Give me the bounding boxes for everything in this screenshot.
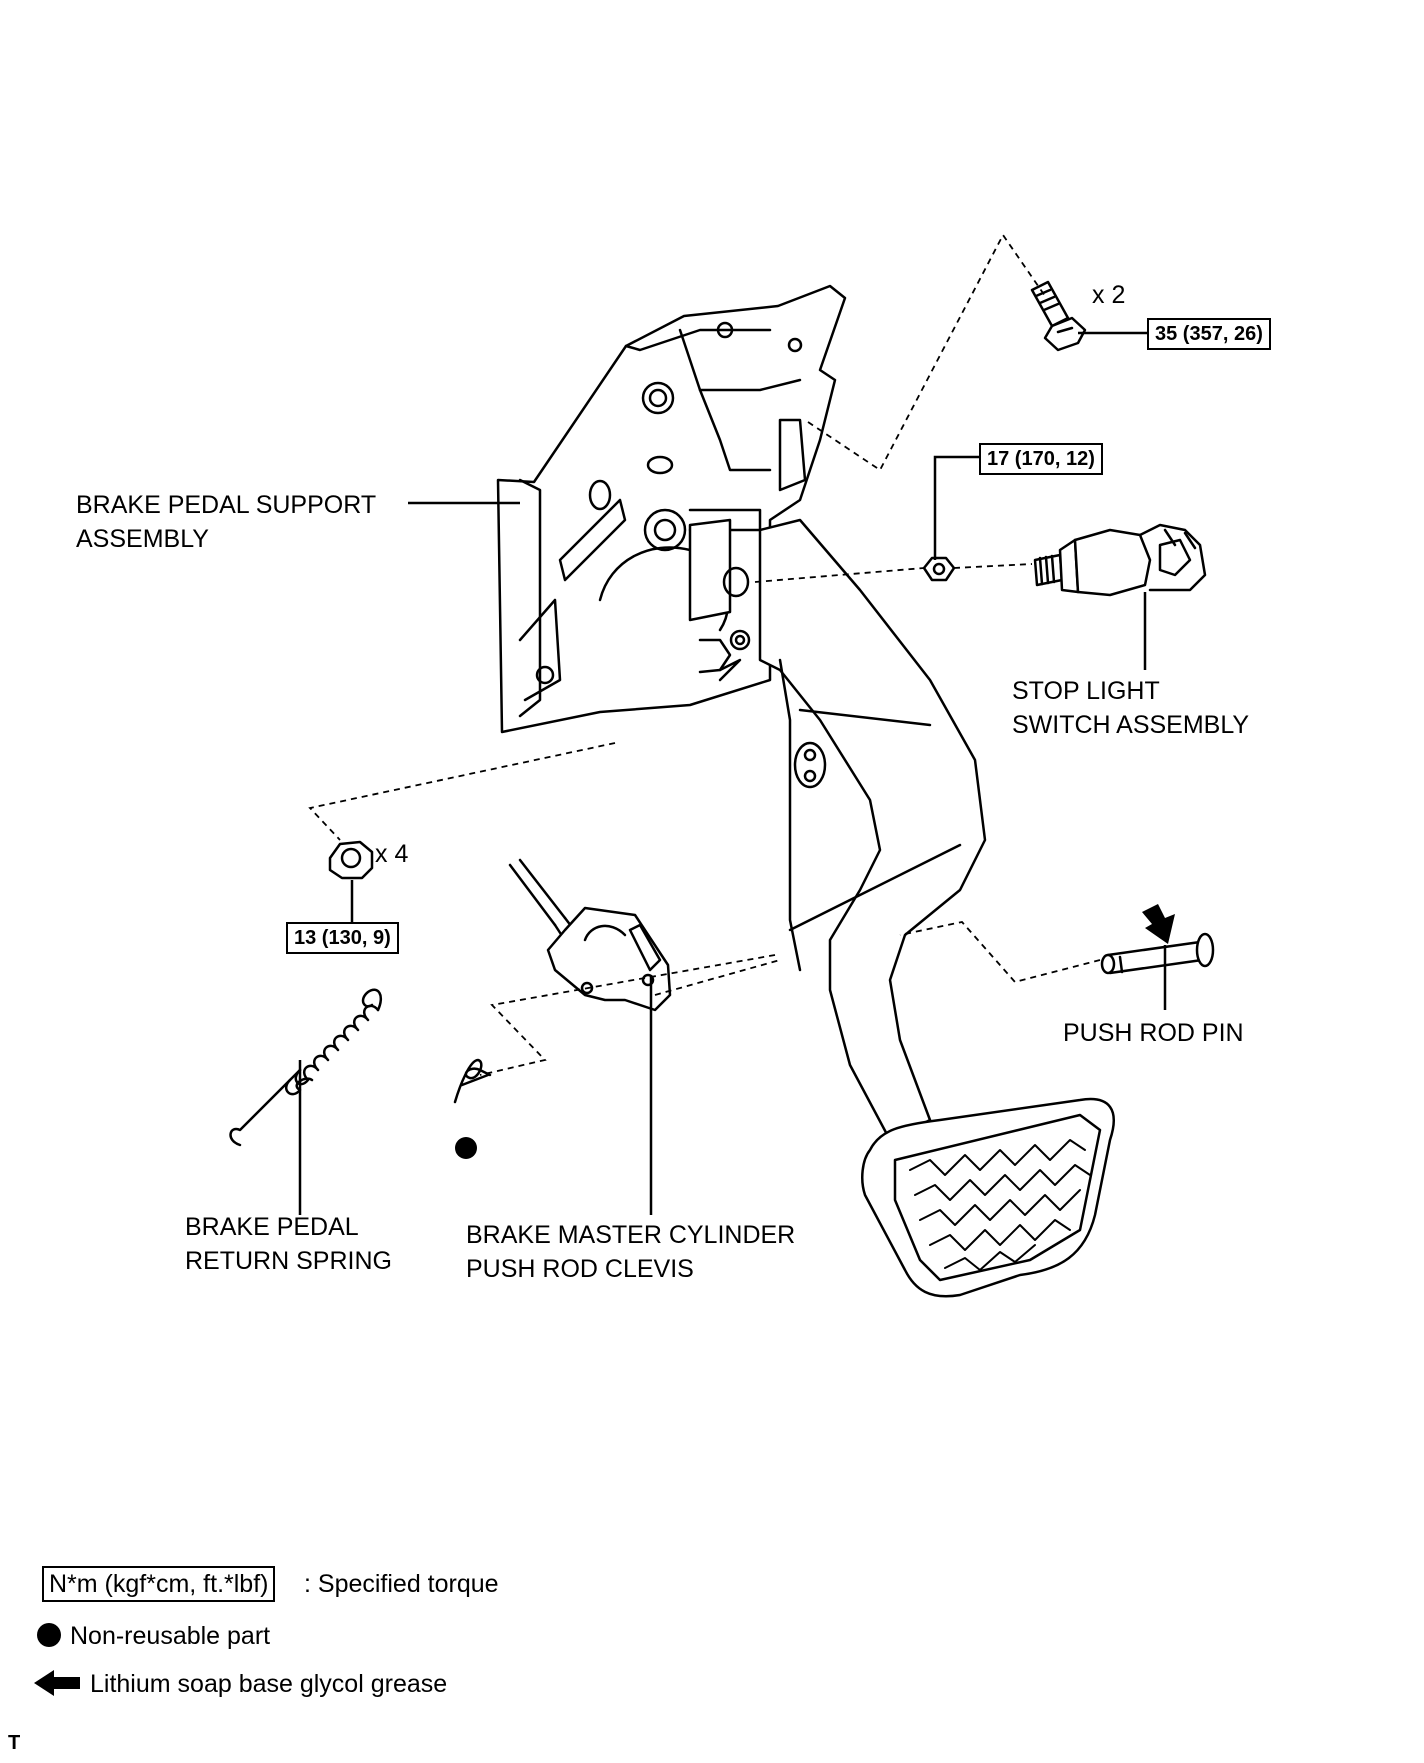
legend-torque-box: N*m (kgf*cm, ft.*lbf) xyxy=(42,1566,276,1602)
non-reusable-icon xyxy=(455,1137,477,1159)
support-nut-torque-box: 13 (130, 9) xyxy=(286,922,399,954)
legend-grease-text: Lithium soap base glycol grease xyxy=(90,1670,448,1698)
legend-torque-text: : Specified torque xyxy=(304,1570,499,1598)
push-rod-clevis-label-line1: BRAKE MASTER CYLINDER xyxy=(466,1221,796,1249)
brake-pedal-support-label-line1: BRAKE PEDAL SUPPORT xyxy=(76,491,377,519)
stop-light-switch xyxy=(1033,523,1207,597)
grease-arrow-icon xyxy=(1142,904,1175,944)
support-nut xyxy=(328,840,374,880)
switch-nut-torque-box: 17 (170, 12) xyxy=(979,443,1103,475)
return-spring xyxy=(229,988,383,1147)
corner-mark: T xyxy=(8,1732,21,1754)
push-rod-clevis xyxy=(508,858,672,1012)
push-rod-clevis-label-line2: PUSH ROD CLEVIS xyxy=(466,1255,694,1283)
stop-light-switch-label: STOP LIGHT SWITCH ASSEMBLY xyxy=(1012,674,1249,742)
switch-lock-nut xyxy=(922,556,956,582)
brake-pedal-support-label-line2: ASSEMBLY xyxy=(76,525,209,553)
push-rod-pin xyxy=(1100,932,1215,975)
pedal-pad xyxy=(861,1097,1115,1298)
brake-pedal-support-label: BRAKE PEDAL SUPPORT ASSEMBLY xyxy=(76,488,376,556)
brake-pedal-arm xyxy=(758,518,987,1142)
return-spring-label-line2: RETURN SPRING xyxy=(185,1247,392,1275)
return-spring-label-line1: BRAKE PEDAL xyxy=(185,1213,359,1241)
leader-lines xyxy=(298,331,1167,1215)
stop-light-switch-label-line2: SWITCH ASSEMBLY xyxy=(1012,711,1250,739)
bracket-bolt xyxy=(1030,280,1087,352)
support-nut-quantity: x 4 xyxy=(375,840,409,868)
legend-grease-arrow-icon xyxy=(34,1670,80,1696)
assembly-lines xyxy=(308,233,1101,1076)
push-rod-pin-label: PUSH ROD PIN xyxy=(1063,1019,1244,1047)
stop-light-switch-label-line1: STOP LIGHT xyxy=(1012,677,1160,705)
brake-pedal-support-assembly xyxy=(496,284,847,734)
clevis-clip xyxy=(453,1058,492,1104)
bolt-torque-box: 35 (357, 26) xyxy=(1147,318,1271,350)
bolt-quantity: x 2 xyxy=(1092,281,1126,309)
legend-non-reusable-icon xyxy=(37,1623,61,1647)
push-rod-clevis-label: BRAKE MASTER CYLINDER PUSH ROD CLEVIS xyxy=(466,1218,795,1286)
legend-non-reusable-text: Non-reusable part xyxy=(70,1622,271,1650)
return-spring-label: BRAKE PEDAL RETURN SPRING xyxy=(185,1210,392,1278)
